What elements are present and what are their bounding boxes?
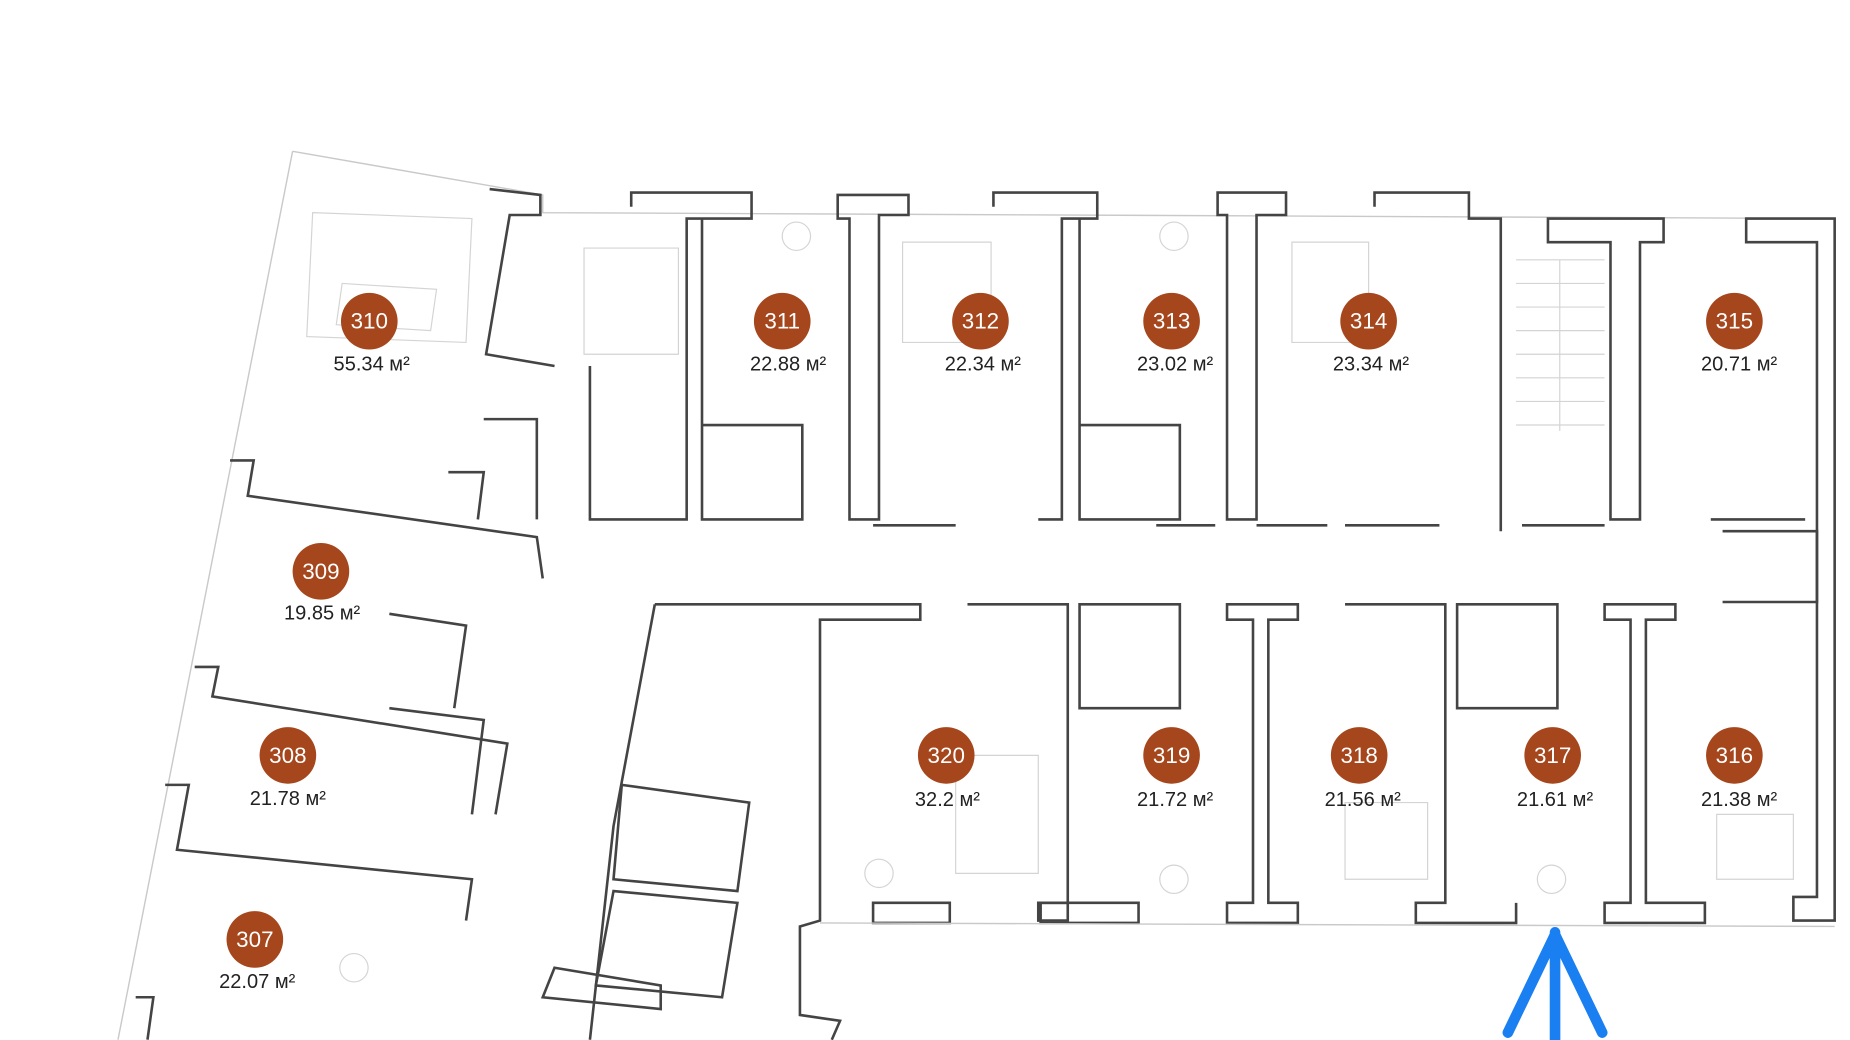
walls <box>117 150 1836 1040</box>
unit-area: 22.07 м² <box>219 971 296 993</box>
arrow-up-icon <box>1502 927 1608 1040</box>
unit-number: 316 <box>1716 743 1753 768</box>
unit-312[interactable]: 312 22.34 м² <box>945 292 1022 376</box>
unit-area: 21.61 м² <box>1517 789 1594 811</box>
unit-308[interactable]: 308 21.78 м² <box>250 727 327 810</box>
unit-area: 19.85 м² <box>284 603 361 625</box>
unit-number: 320 <box>928 743 965 768</box>
unit-area: 20.71 м² <box>1701 354 1778 376</box>
unit-number: 309 <box>302 559 339 584</box>
unit-number: 307 <box>236 927 273 952</box>
unit-314[interactable]: 314 23.34 м² <box>1333 292 1410 376</box>
unit-area: 21.38 м² <box>1701 789 1778 811</box>
unit-number: 310 <box>351 309 388 334</box>
unit-number: 308 <box>269 743 306 768</box>
unit-area: 23.34 м² <box>1333 354 1410 376</box>
unit-316[interactable]: 316 21.38 м² <box>1701 727 1778 811</box>
unit-number: 315 <box>1716 309 1753 334</box>
unit-number: 311 <box>764 309 800 334</box>
unit-area: 22.34 м² <box>945 354 1022 376</box>
unit-area: 21.78 м² <box>250 788 327 810</box>
unit-area: 55.34 м² <box>334 354 411 376</box>
unit-307[interactable]: 307 22.07 м² <box>219 911 296 993</box>
unit-number: 319 <box>1153 743 1190 768</box>
unit-number: 312 <box>962 309 999 334</box>
unit-number: 314 <box>1350 309 1387 334</box>
unit-315[interactable]: 315 20.71 м² <box>1701 292 1778 376</box>
unit-313[interactable]: 313 23.02 м² <box>1137 292 1214 376</box>
unit-319[interactable]: 319 21.72 м² <box>1137 727 1214 811</box>
unit-309[interactable]: 309 19.85 м² <box>284 543 361 625</box>
unit-310[interactable]: 310 55.34 м² <box>334 292 411 376</box>
unit-area: 21.56 м² <box>1325 789 1402 811</box>
unit-number: 317 <box>1534 743 1571 768</box>
unit-320[interactable]: 320 32.2 м² <box>915 727 980 811</box>
unit-number: 318 <box>1340 743 1377 768</box>
unit-number: 313 <box>1153 309 1190 334</box>
unit-area: 22.88 м² <box>750 354 827 376</box>
unit-317[interactable]: 317 21.61 м² <box>1517 727 1594 811</box>
unit-311[interactable]: 311 22.88 м² <box>750 292 827 376</box>
unit-area: 21.72 м² <box>1137 789 1214 811</box>
unit-area: 23.02 м² <box>1137 354 1214 376</box>
unit-318[interactable]: 318 21.56 м² <box>1325 727 1402 811</box>
unit-area: 32.2 м² <box>915 789 980 811</box>
